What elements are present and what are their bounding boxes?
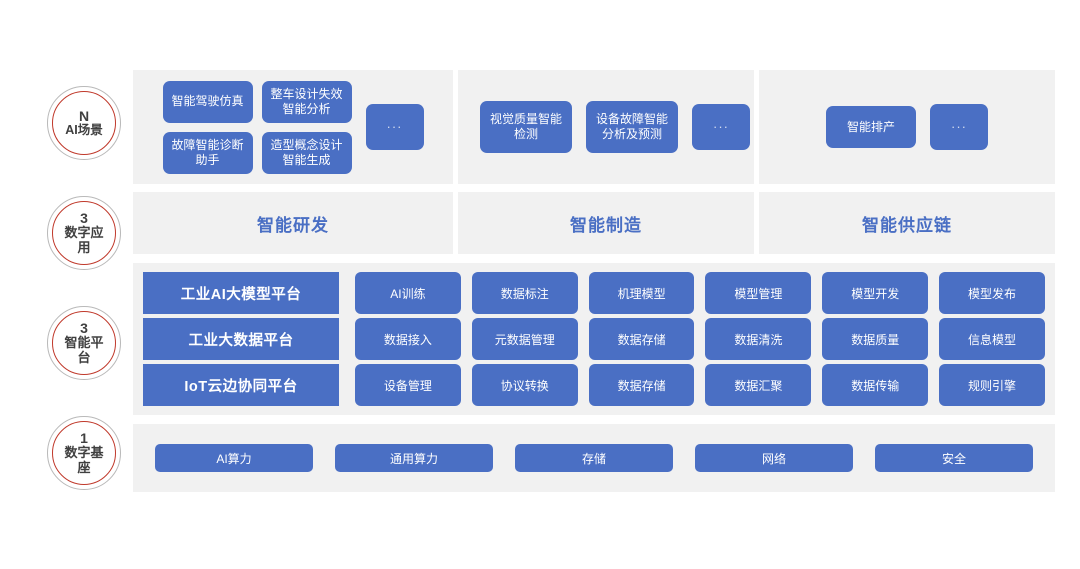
platform-cell[interactable]: 模型管理 xyxy=(705,272,812,314)
platform-cell[interactable]: 规则引擎 xyxy=(939,364,1045,406)
level-badge-inner-ring: 3 智能平台 xyxy=(52,311,116,375)
scenario-chip[interactable]: 智能驾驶仿真 xyxy=(162,80,253,123)
level-badge-inner-ring: 3 数字应用 xyxy=(52,201,116,265)
level-badge-ai-scenario: N AI场景 xyxy=(47,86,121,160)
scenario-chip[interactable]: 整车设计失效智能分析 xyxy=(261,80,352,123)
platform-cell[interactable]: 数据存储 xyxy=(588,318,695,360)
platform-panel: 工业AI大模型平台 AI训练 数据标注 机理模型 模型管理 模型开发 模型发布 … xyxy=(133,263,1055,415)
infrastructure-cell[interactable]: 存储 xyxy=(515,444,673,472)
platform-cell[interactable]: 数据清洗 xyxy=(705,318,812,360)
level-badge-label: AI场景 xyxy=(65,122,103,137)
scenario-chip-stack: 智能驾驶仿真 整车设计失效智能分析 故障智能诊断助手 造型概念设计智能生成 xyxy=(162,80,352,174)
infrastructure-panel: AI算力 通用算力 存储 网络 安全 xyxy=(133,424,1055,492)
application-title: 智能制造 xyxy=(570,215,642,235)
scenario-group: 视觉质量智能检测 设备故障智能分析及预测 ··· xyxy=(480,101,750,153)
application-title: 智能供应链 xyxy=(862,215,952,235)
platform-cell-group: 数据接入 元数据管理 数据存储 数据清洗 数据质量 信息模型 xyxy=(355,318,1045,360)
application-panel-manufacturing: 智能制造 xyxy=(458,192,754,254)
platform-cell[interactable]: 模型开发 xyxy=(822,272,929,314)
level-badge-label: 数字应用 xyxy=(64,225,104,255)
level-badge-label: 数字基座 xyxy=(64,445,104,475)
platform-row-ai-model: 工业AI大模型平台 AI训练 数据标注 机理模型 模型管理 模型开发 模型发布 xyxy=(143,272,1045,314)
platform-label[interactable]: 工业大数据平台 xyxy=(143,318,339,360)
infrastructure-cell[interactable]: 通用算力 xyxy=(335,444,493,472)
platform-row-iot: IoT云边协同平台 设备管理 协议转换 数据存储 数据汇聚 数据传输 规则引擎 xyxy=(143,364,1045,406)
platform-cell[interactable]: 数据质量 xyxy=(822,318,929,360)
application-panel-supply-chain: 智能供应链 xyxy=(759,192,1055,254)
scenario-panel-supply-chain: 智能排产 ··· xyxy=(759,70,1055,184)
platform-cell[interactable]: 数据汇聚 xyxy=(705,364,812,406)
level-badge-inner-ring: 1 数字基座 xyxy=(52,421,116,485)
level-badge-label: 智能平台 xyxy=(64,335,104,365)
level-badge-number: 1 xyxy=(80,429,88,446)
scenario-panel-manufacturing: 视觉质量智能检测 设备故障智能分析及预测 ··· xyxy=(458,70,754,184)
platform-cell[interactable]: 设备管理 xyxy=(355,364,461,406)
platform-cell-group: 设备管理 协议转换 数据存储 数据汇聚 数据传输 规则引擎 xyxy=(355,364,1045,406)
platform-cell[interactable]: 数据接入 xyxy=(355,318,461,360)
level-badge-number: 3 xyxy=(80,209,88,226)
infrastructure-cell[interactable]: 安全 xyxy=(875,444,1033,472)
platform-cell[interactable]: 元数据管理 xyxy=(471,318,578,360)
scenario-chip[interactable]: 设备故障智能分析及预测 xyxy=(586,101,678,153)
scenario-group: 智能驾驶仿真 整车设计失效智能分析 故障智能诊断助手 造型概念设计智能生成 ··… xyxy=(162,80,424,174)
scenario-chip[interactable]: 视觉质量智能检测 xyxy=(480,101,572,153)
level-badge-digital-foundation: 1 数字基座 xyxy=(47,416,121,490)
scenario-chip[interactable]: 造型概念设计智能生成 xyxy=(261,131,352,174)
platform-cell[interactable]: 数据标注 xyxy=(471,272,578,314)
platform-cell-group: AI训练 数据标注 机理模型 模型管理 模型开发 模型发布 xyxy=(355,272,1045,314)
scenario-panel-rd: 智能驾驶仿真 整车设计失效智能分析 故障智能诊断助手 造型概念设计智能生成 ··… xyxy=(133,70,453,184)
platform-label[interactable]: 工业AI大模型平台 xyxy=(143,272,339,314)
platform-row-big-data: 工业大数据平台 数据接入 元数据管理 数据存储 数据清洗 数据质量 信息模型 xyxy=(143,318,1045,360)
platform-cell[interactable]: 协议转换 xyxy=(471,364,578,406)
scenario-more-chip[interactable]: ··· xyxy=(930,104,988,150)
application-title: 智能研发 xyxy=(257,215,329,235)
platform-cell[interactable]: 数据存储 xyxy=(588,364,695,406)
level-badge-number: 3 xyxy=(80,319,88,336)
platform-cell[interactable]: 模型发布 xyxy=(939,272,1045,314)
infrastructure-cell[interactable]: 网络 xyxy=(695,444,853,472)
application-panel-rd: 智能研发 xyxy=(133,192,453,254)
level-badge-number: N xyxy=(78,107,90,124)
scenario-chip-row: 故障智能诊断助手 造型概念设计智能生成 xyxy=(162,131,352,174)
scenario-chip[interactable]: 智能排产 xyxy=(826,106,916,148)
scenario-chip-row: 智能驾驶仿真 整车设计失效智能分析 xyxy=(162,80,352,123)
platform-cell[interactable]: 信息模型 xyxy=(939,318,1045,360)
scenario-chip[interactable]: 故障智能诊断助手 xyxy=(162,131,253,174)
scenario-group: 智能排产 ··· xyxy=(826,104,988,150)
scenario-more-chip[interactable]: ··· xyxy=(365,104,424,150)
level-badge-intelligent-platform: 3 智能平台 xyxy=(47,306,121,380)
level-badge-inner-ring: N AI场景 xyxy=(52,91,116,155)
platform-label[interactable]: IoT云边协同平台 xyxy=(143,364,339,406)
platform-cell[interactable]: AI训练 xyxy=(355,272,461,314)
platform-cell[interactable]: 数据传输 xyxy=(822,364,929,406)
infrastructure-cell[interactable]: AI算力 xyxy=(155,444,313,472)
level-badge-digital-application: 3 数字应用 xyxy=(47,196,121,270)
platform-cell[interactable]: 机理模型 xyxy=(588,272,695,314)
scenario-more-chip[interactable]: ··· xyxy=(692,104,750,150)
